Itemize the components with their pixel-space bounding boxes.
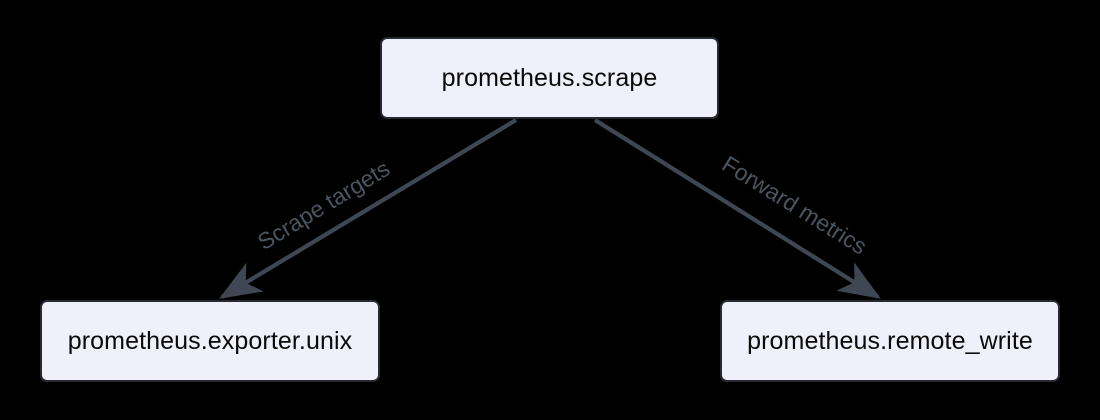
node-label: prometheus.remote_write [747, 326, 1033, 355]
node-prometheus-exporter-unix[interactable]: prometheus.exporter.unix [40, 300, 380, 382]
node-prometheus-remote-write[interactable]: prometheus.remote_write [720, 300, 1060, 382]
node-label: prometheus.exporter.unix [67, 326, 353, 355]
node-prometheus-scrape[interactable]: prometheus.scrape [380, 37, 719, 119]
node-label: prometheus.scrape [441, 63, 658, 92]
edge-scrape-to-remote-write [593, 118, 881, 299]
edge-scrape-to-exporter-unix [219, 118, 518, 299]
